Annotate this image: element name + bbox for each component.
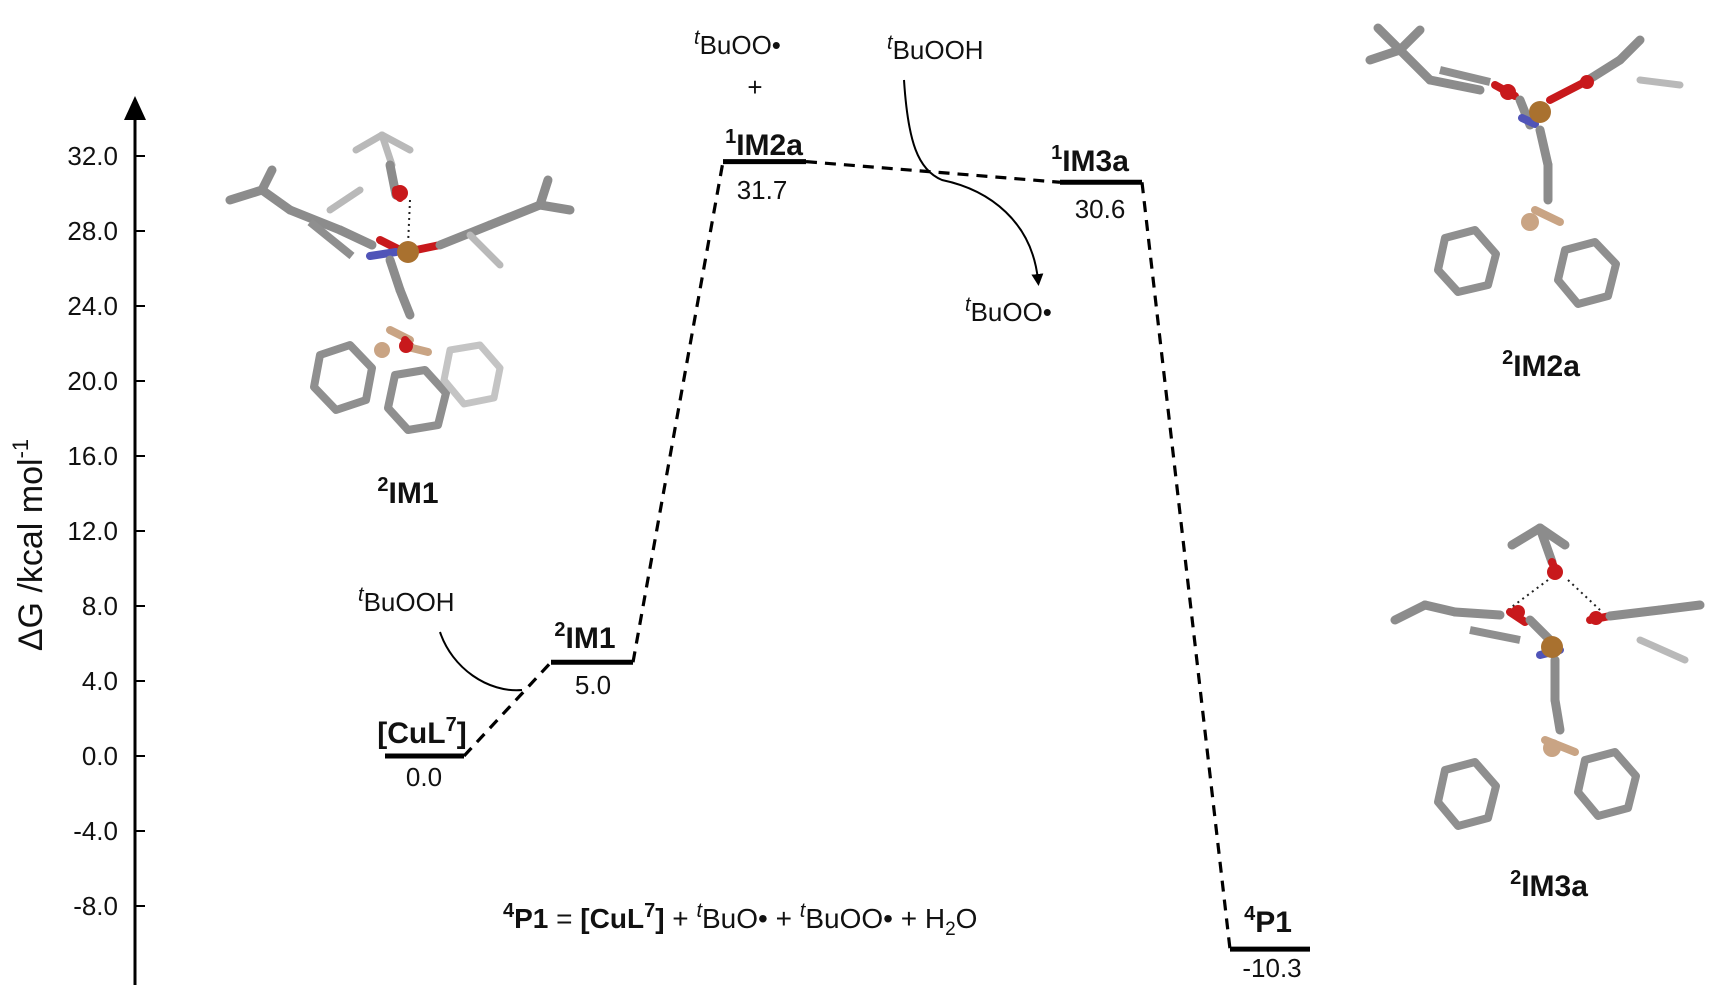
level-value-im3a: 30.6	[1075, 194, 1126, 224]
axis-tick-label: 8.0	[82, 591, 118, 621]
level-value-im2a: 31.7	[737, 175, 788, 205]
axis-tick-label: -4.0	[73, 816, 118, 846]
y-axis: 32.0 28.0 24.0 20.0 16.0 12.0 8.0 4.0 0.0 -4.0 -8.…	[8, 96, 146, 985]
axis-tick-label: -8.0	[73, 891, 118, 921]
species-butoo-out: tBuOO•	[965, 294, 1052, 327]
arrow-butooh-in	[439, 631, 523, 692]
energy-levels	[385, 159, 1310, 952]
connector-im2a-im3a	[805, 160, 1061, 184]
level-name-im3a: 1IM3a	[1051, 142, 1129, 178]
molecule-im1-label: 2IM1	[377, 474, 438, 510]
level-name-im2a: 1IM2a	[725, 126, 803, 162]
species-butooh-1: tBuOOH	[358, 584, 455, 617]
level-name-im1: 2IM1	[554, 619, 615, 655]
level-value-cul7: 0.0	[406, 762, 442, 792]
axis-ticks: 32.0 28.0 24.0 20.0 16.0 12.0 8.0 4.0 0.0 -4.0 -8.…	[67, 141, 145, 921]
connector-im1-im2a	[631, 161, 725, 663]
molecule-im3a-structure	[1390, 523, 1705, 830]
connectors	[462, 160, 1232, 950]
molecule-im3a-label: 2IM3a	[1510, 867, 1588, 903]
axis-tick-label: 20.0	[67, 366, 118, 396]
molecule-im1-structure	[225, 131, 575, 434]
y-axis-label: ΔG /kcal mol-1	[8, 439, 50, 651]
plus-sign: +	[747, 72, 762, 102]
axis-tick-label: 4.0	[82, 666, 118, 696]
level-value-im1: 5.0	[575, 670, 611, 700]
level-name-p1: 4P1	[1244, 903, 1292, 939]
axis-tick-label: 24.0	[67, 291, 118, 321]
axis-tick-label: 0.0	[82, 741, 118, 771]
axis-tick-label: 28.0	[67, 216, 118, 246]
species-butooh-2: tBuOOH	[887, 32, 984, 65]
axis-tick-label: 12.0	[67, 516, 118, 546]
axis-arrow-icon	[124, 96, 146, 120]
axis-tick-label: 32.0	[67, 141, 118, 171]
axis-tick-label: 16.0	[67, 441, 118, 471]
p1-equation: 4P1 = [CuL7] + tBuO• + tBuOO• + H2O	[503, 900, 977, 940]
level-value-p1: -10.3	[1242, 953, 1301, 983]
species-butoo-radical: tBuOO•	[694, 27, 781, 60]
molecule-im2a-structure	[1365, 23, 1684, 308]
connector-im3a-p1	[1140, 182, 1232, 950]
connector-cul7-im1	[462, 661, 553, 758]
molecule-im2a-label: 2IM2a	[1502, 347, 1580, 383]
level-name-cul7: [CuL7]	[377, 714, 466, 750]
arrow-butooh-to-butoo	[903, 79, 1044, 286]
